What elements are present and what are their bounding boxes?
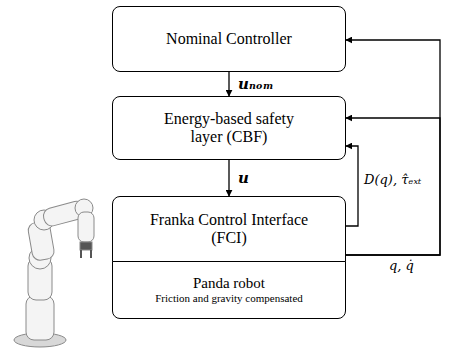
robot-box: Panda robotFriction and gravity compensa… [112,261,346,319]
signal-arrow [346,146,358,226]
node-title: Energy-based safety layer (CBF) [149,110,309,147]
signal-label: D(q), τ̂ₑₓₜ [363,172,422,188]
signal-arrow [346,40,440,255]
robot-fingers [81,250,91,258]
robot-gripper [80,242,92,250]
signal-label: uₙₒₘ [237,75,275,93]
signal-label: u [237,169,250,187]
interface-box: Franka Control Interface (FCI) [112,196,346,262]
robot-link [26,296,54,340]
signal-arrow [228,72,229,96]
node-title: Panda robot [193,275,265,292]
signal-arrow [346,118,440,255]
robot-link [78,212,94,242]
safety-layer-box: Energy-based safety layer (CBF) [112,96,346,160]
node-title: Franka Control Interface (FCI) [149,211,309,248]
node-subtitle: Friction and gravity compensated [155,292,303,305]
signal-label: q, q̇ [388,258,415,274]
node-title: Nominal Controller [166,30,292,48]
controller-box: Nominal Controller [112,6,346,72]
signal-arrow [228,160,229,196]
panda-robot-arm [14,199,94,347]
